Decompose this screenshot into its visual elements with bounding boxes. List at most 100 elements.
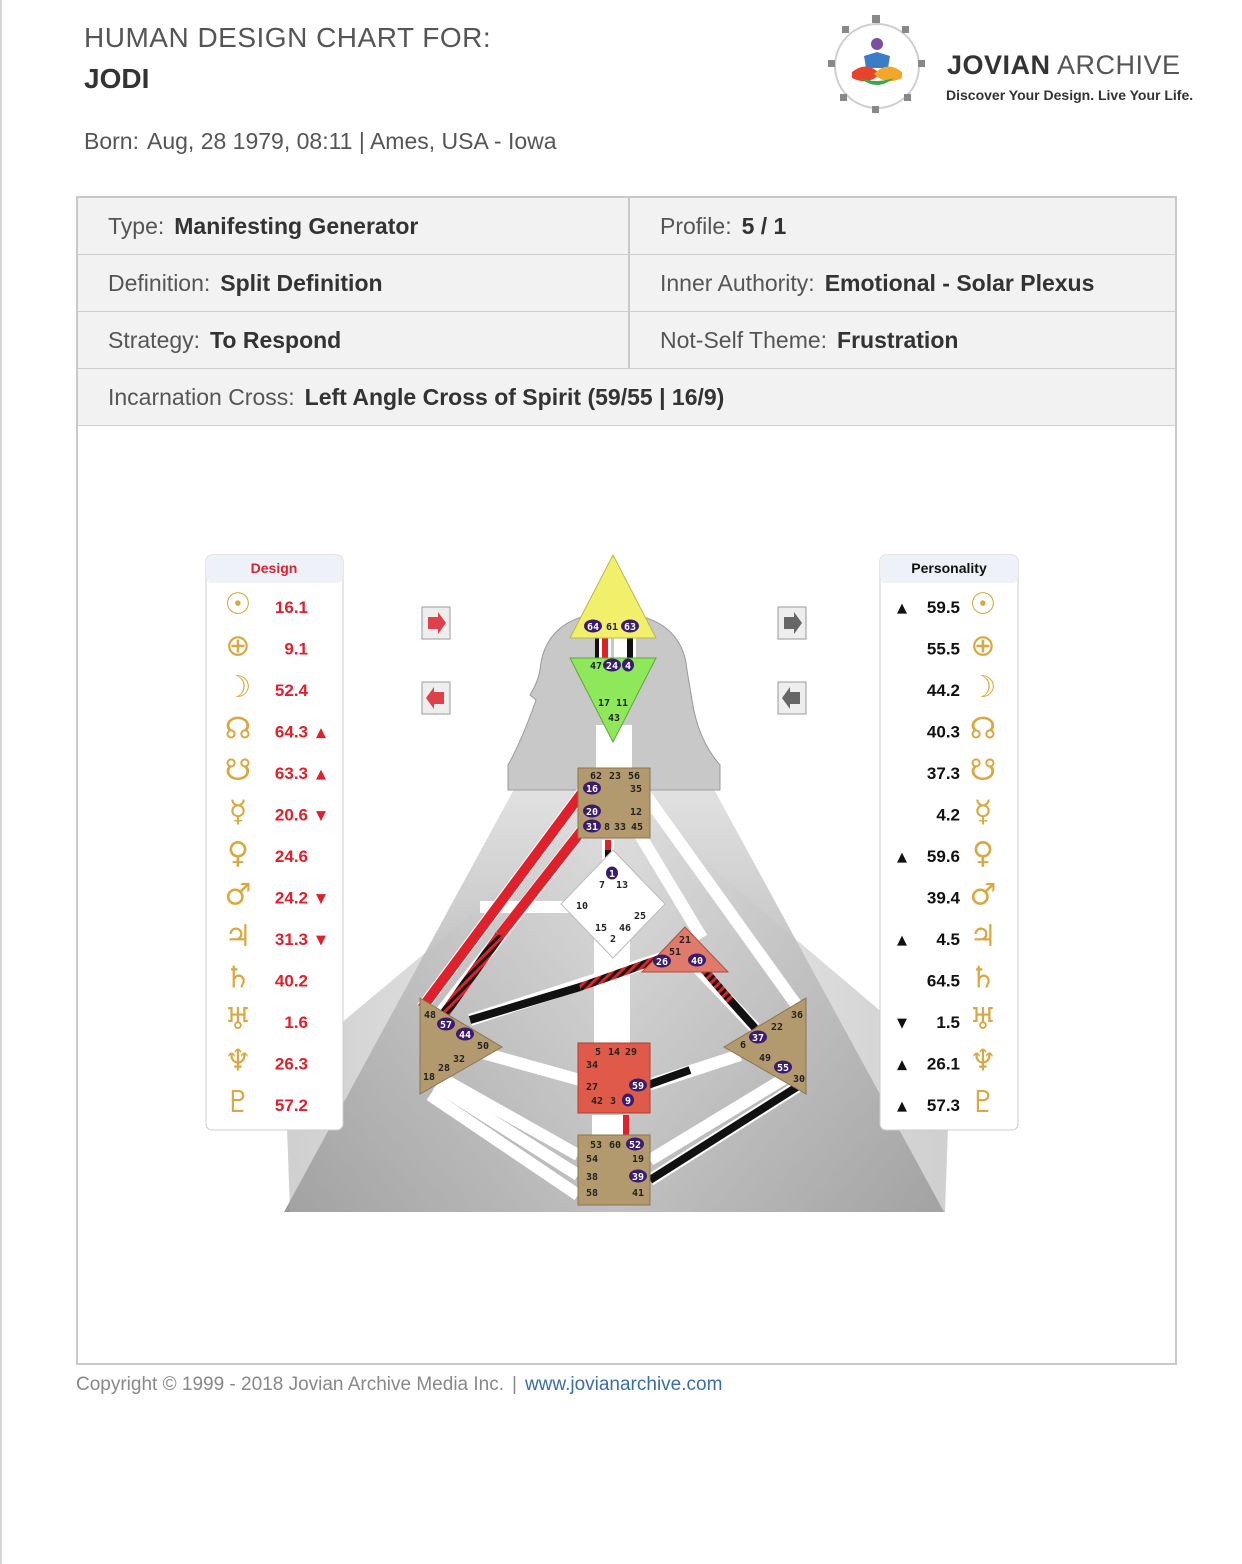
gate-number: 56: [628, 771, 640, 782]
planet-symbol-icon: ☽: [225, 670, 252, 705]
personality-row: ♅1.5▼: [897, 1002, 996, 1037]
authority-label: Inner Authority:: [660, 270, 815, 296]
gate-number: 43: [608, 713, 620, 724]
planet-symbol-icon: ♅: [225, 1002, 252, 1037]
gate-number: 21: [679, 935, 691, 946]
personality-row: ☉59.5▲: [897, 587, 996, 622]
g-center: [560, 849, 666, 959]
gate-number: 60: [609, 1140, 621, 1151]
personality-row: ☿ 4.2: [936, 795, 992, 830]
personality-row: ♃4.5▲: [897, 919, 996, 954]
design-gate-value: 52.4: [275, 681, 309, 700]
planet-symbol-icon: ♃: [225, 919, 252, 954]
gate-number: 41: [632, 1188, 644, 1199]
design-row: ☿20.6▼: [229, 795, 326, 830]
gate-number: 57: [440, 1020, 452, 1031]
channel-44-26-a: [468, 983, 582, 1024]
brand-tagline: Discover Your Design. Live Your Life.: [946, 87, 1194, 103]
personality-gate-value: 4.2: [936, 806, 960, 825]
jovian-website-link[interactable]: www.jovianarchive.com: [524, 1374, 723, 1395]
personality-arrow-marker: ▲: [897, 1058, 907, 1073]
gate-number: 6: [740, 1040, 746, 1051]
personality-arrow-marker: ▲: [897, 1099, 907, 1114]
channel-20-57: [496, 816, 594, 939]
gate-number: 51: [669, 947, 681, 958]
strategy-label: Strategy:: [108, 327, 201, 353]
gate-number: 12: [630, 807, 642, 818]
gate-number: 16: [586, 784, 598, 795]
gate-number: 55: [777, 1063, 789, 1074]
design-row: ☋63.3▲: [225, 753, 326, 788]
definition-value: Split Definition: [220, 270, 383, 296]
cross-value: Left Angle Cross of Spirit (59/55 | 16/9…: [304, 384, 725, 410]
info-row-2: Definition:Split Definition Inner Author…: [78, 255, 1175, 312]
gate-number: 20: [586, 807, 598, 818]
personality-row: ♀59.6▲: [897, 836, 994, 871]
gate-number: 35: [630, 784, 642, 795]
active-gate-marker: [583, 781, 601, 795]
active-gate-marker: [606, 866, 618, 880]
design-row: ⊕ 9.1: [225, 629, 308, 664]
personality-gate-value: 26.1: [927, 1055, 960, 1074]
planet-symbol-icon: ♅: [970, 1002, 997, 1037]
planet-symbol-icon: ☽: [970, 670, 997, 705]
design-row: ☽ 52.4: [225, 670, 309, 705]
planet-symbol-icon: ☋: [970, 753, 997, 788]
active-gate-marker: [653, 954, 671, 968]
personality-row: ♄64.5: [927, 961, 997, 996]
channel-59-6: [646, 1066, 692, 1089]
gate-number: 27: [586, 1082, 598, 1093]
personality-title: Personality: [911, 560, 987, 576]
gate-number: 63: [624, 622, 636, 633]
active-gate-marker: [583, 804, 601, 818]
channel-16-48: [417, 787, 589, 1011]
design-gate-value: 63.3: [275, 764, 308, 783]
design-gate-value: 31.3: [275, 930, 308, 949]
active-gate-marker: [603, 658, 621, 672]
design-gate-value: 20.6: [275, 806, 308, 825]
arrows: [421, 606, 807, 715]
gate-number: 59: [632, 1081, 644, 1092]
personality-gate-value: 44.2: [927, 681, 960, 700]
brand-name-light: ARCHIVE: [1050, 50, 1181, 80]
gate-number: 22: [771, 1022, 783, 1033]
planet-symbol-icon: ♀: [227, 836, 249, 871]
design-arrow-marker: ▲: [316, 726, 326, 741]
planet-symbol-icon: ⊕: [225, 629, 250, 664]
gate-number: 64: [587, 622, 599, 633]
planet-symbol-icon: ☊: [970, 712, 997, 747]
personality-row: ♇57.3▲: [897, 1085, 996, 1120]
gate-number: 5: [595, 1047, 601, 1058]
design-gate-value: 24.6: [275, 847, 308, 866]
personality-gate-value: 64.5: [927, 972, 960, 991]
info-row-4: Incarnation Cross:Left Angle Cross of Sp…: [78, 369, 1175, 426]
personality-gate-value: 40.3: [927, 723, 960, 742]
personality-row: ☊ 40.3: [927, 712, 996, 747]
gate-number: 42: [591, 1096, 603, 1107]
gate-number: 54: [586, 1154, 598, 1165]
personality-gate-value: 59.6: [927, 847, 960, 866]
authority-value: Emotional - Solar Plexus: [824, 270, 1095, 296]
planet-symbol-icon: ☿: [974, 795, 992, 830]
channel-44-26-b: [578, 954, 664, 991]
channel-39-55: [647, 1081, 803, 1184]
design-row: ☉16.1: [225, 587, 308, 622]
gate-number: 8: [604, 822, 610, 833]
gate-number: 40: [691, 956, 703, 967]
design-gate-value: 64.3: [275, 723, 308, 742]
planet-symbol-icon: ☿: [229, 795, 247, 830]
gate-number: 61: [606, 622, 618, 633]
copyright-text: Copyright © 1999 - 2018 Jovian Archive M…: [76, 1374, 505, 1395]
active-gate-marker: [629, 1078, 647, 1092]
design-row: ♅1.6: [225, 1002, 308, 1037]
design-row: ♄40.2: [225, 961, 308, 996]
gate-number: 34: [586, 1060, 598, 1071]
channel-40-37-b: [727, 997, 758, 1031]
design-gate-value: 9.1: [284, 640, 308, 659]
active-gate-marker: [622, 658, 634, 672]
gate-number: 29: [625, 1047, 637, 1058]
authority-cell: Inner Authority: Emotional - Solar Plexus: [628, 255, 1175, 311]
gate-number: 17: [598, 698, 610, 709]
planet-symbol-icon: ☉: [225, 587, 252, 622]
